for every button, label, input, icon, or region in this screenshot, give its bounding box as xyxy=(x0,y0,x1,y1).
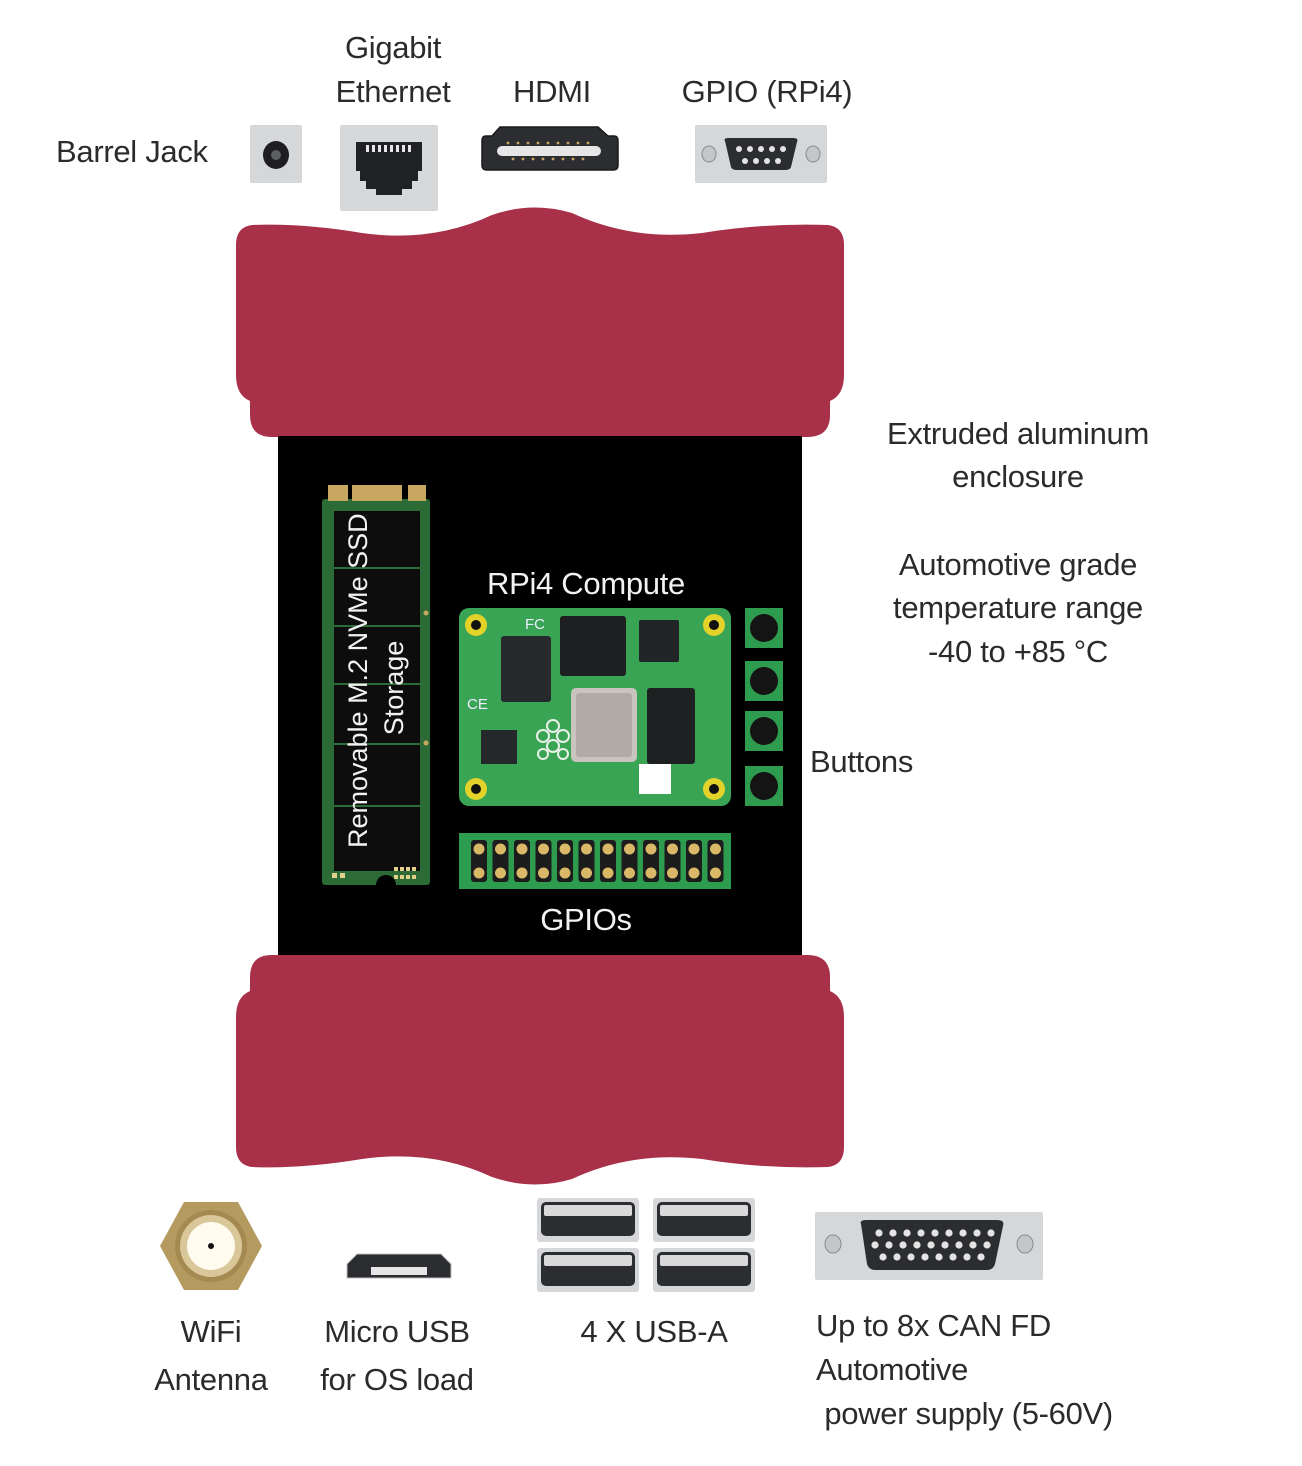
can-label-line2: Automotive xyxy=(816,1352,969,1387)
usb-a-port xyxy=(653,1198,755,1242)
button-2[interactable] xyxy=(745,661,783,701)
usb-a-ports xyxy=(537,1198,755,1294)
svg-text:FC: FC xyxy=(525,616,545,633)
m2-ssd-icon xyxy=(320,483,432,888)
temp-note-line1: Automotive grade xyxy=(898,547,1138,582)
button-3[interactable] xyxy=(745,711,783,751)
temp-note-line2: temperature range xyxy=(893,590,1143,625)
ssd-label-line2: Storage xyxy=(379,640,409,736)
buttons-label: Buttons xyxy=(810,744,914,779)
usb-a-port xyxy=(537,1198,639,1242)
wifi-label-line1: WiFi xyxy=(180,1314,242,1349)
hdmi-icon xyxy=(480,125,620,173)
gpio-rpi4-label: GPIO (RPi4) xyxy=(681,74,853,109)
sma-antenna-icon xyxy=(158,1200,264,1292)
usb-a-port xyxy=(653,1248,755,1292)
barrel-jack-icon xyxy=(250,125,302,185)
gpios-label: GPIOs xyxy=(540,902,632,937)
ssd-label: Removable M.2 NVMe SSD Storage xyxy=(340,513,412,848)
can-label-line1: Up to 8x CAN FD xyxy=(816,1308,1051,1343)
gpio-header-icon xyxy=(459,833,731,889)
usb-a-port xyxy=(537,1248,639,1292)
db26-icon xyxy=(815,1212,1043,1280)
wifi-label-line2: Antenna xyxy=(154,1362,268,1397)
enclosure-note-line1: Extruded aluminum xyxy=(887,416,1149,451)
usb-a-label: 4 X USB-A xyxy=(580,1314,728,1349)
compute-label: RPi4 Compute xyxy=(487,566,685,601)
ethernet-label-line1: Gigabit xyxy=(344,30,442,65)
enclosure-bottom-cap xyxy=(232,953,848,1188)
can-label-line3: power supply (5-60V) xyxy=(816,1396,1113,1431)
button-1[interactable] xyxy=(745,608,783,648)
rpi4-compute-module-icon: CE FC xyxy=(459,608,731,806)
rj45-icon xyxy=(340,125,438,212)
temp-note-line3: -40 to +85 °C xyxy=(928,634,1108,669)
enclosure-top-cap xyxy=(232,205,848,440)
ssd-label-line1: Removable M.2 NVMe SSD xyxy=(343,513,373,848)
enclosure-note-line2: enclosure xyxy=(952,459,1084,494)
button-4[interactable] xyxy=(745,766,783,806)
buttons-group xyxy=(745,608,785,806)
micro-usb-icon xyxy=(345,1252,455,1282)
ethernet-label-line2: Ethernet xyxy=(335,74,451,109)
hdmi-label: HDMI xyxy=(512,74,591,109)
micro-usb-label-line1: Micro USB xyxy=(324,1314,470,1349)
svg-text:CE: CE xyxy=(467,696,488,713)
db9-icon xyxy=(695,125,827,184)
micro-usb-label-line2: for OS load xyxy=(320,1362,474,1397)
barrel-jack-label: Barrel Jack xyxy=(56,134,208,169)
